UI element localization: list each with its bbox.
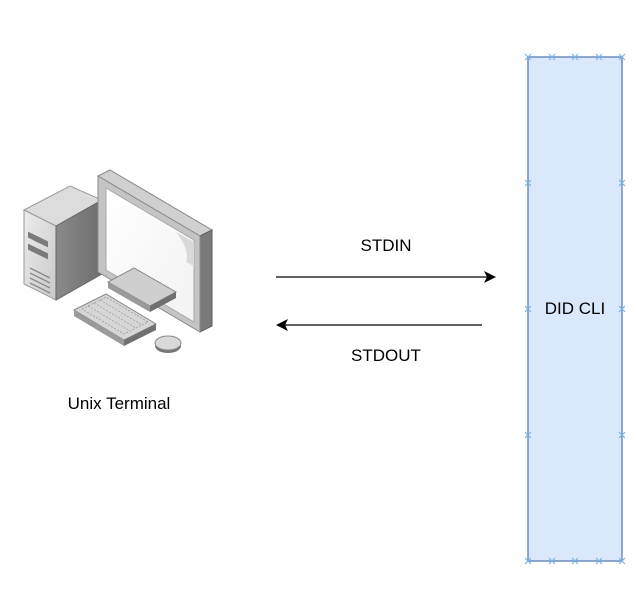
stdout-label: STDOUT: [351, 346, 421, 365]
stdin-label: STDIN: [360, 236, 412, 255]
desktop-computer-icon: [22, 169, 214, 353]
computer-tower: [22, 185, 104, 301]
did-cli-box[interactable]: [524, 53, 626, 565]
computer-monitor: [96, 169, 214, 333]
computer-mouse: [154, 335, 182, 353]
connection-points: [524, 53, 626, 565]
computer-keyboard: [72, 293, 158, 346]
did-cli-label: DID CLI: [544, 299, 606, 318]
unix-terminal-label: Unix Terminal: [67, 394, 171, 413]
